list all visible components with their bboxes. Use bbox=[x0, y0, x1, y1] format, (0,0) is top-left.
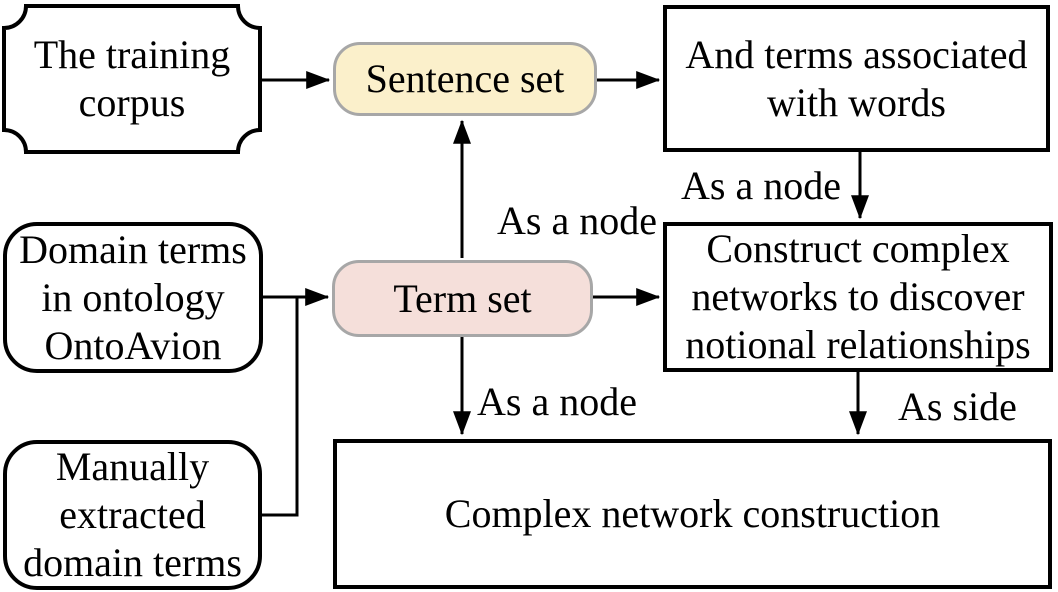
sentence-set-label: Sentence set bbox=[365, 56, 565, 101]
domain-terms-label: Domain terms in ontology OntoAvion bbox=[19, 226, 247, 368]
node-sentence-set: Sentence set bbox=[333, 42, 597, 116]
node-manually-extracted: Manually extracted domain terms bbox=[3, 440, 262, 590]
training-corpus-label: The training corpus bbox=[33, 32, 231, 125]
edge-label-as-a-node-top: As a node bbox=[681, 163, 841, 208]
node-domain-terms: Domain terms in ontology OntoAvion bbox=[3, 222, 263, 373]
edge-label-as-side: As side bbox=[898, 384, 1017, 429]
construct-networks-label: Construct complex networks to discover n… bbox=[685, 226, 1031, 367]
and-terms-label: And terms associated with words bbox=[685, 31, 1028, 125]
node-complex-network-construction: Complex network construction bbox=[333, 439, 1052, 589]
connector-manually-extracted-join bbox=[262, 297, 299, 517]
node-term-set: Term set bbox=[332, 260, 593, 337]
edge-label-as-a-node-bottom: As a node bbox=[477, 379, 637, 424]
node-training-corpus: The training corpus bbox=[4, 6, 260, 152]
node-construct-networks: Construct complex networks to discover n… bbox=[663, 222, 1053, 372]
node-and-terms: And terms associated with words bbox=[663, 5, 1050, 152]
training-corpus-plaque-shape bbox=[2, 4, 262, 154]
edge-label-as-a-node-middle: As a node bbox=[497, 198, 657, 243]
manually-extracted-label: Manually extracted domain terms bbox=[23, 444, 242, 585]
complex-network-construction-label: Complex network construction bbox=[444, 491, 941, 536]
term-set-label: Term set bbox=[393, 275, 532, 321]
